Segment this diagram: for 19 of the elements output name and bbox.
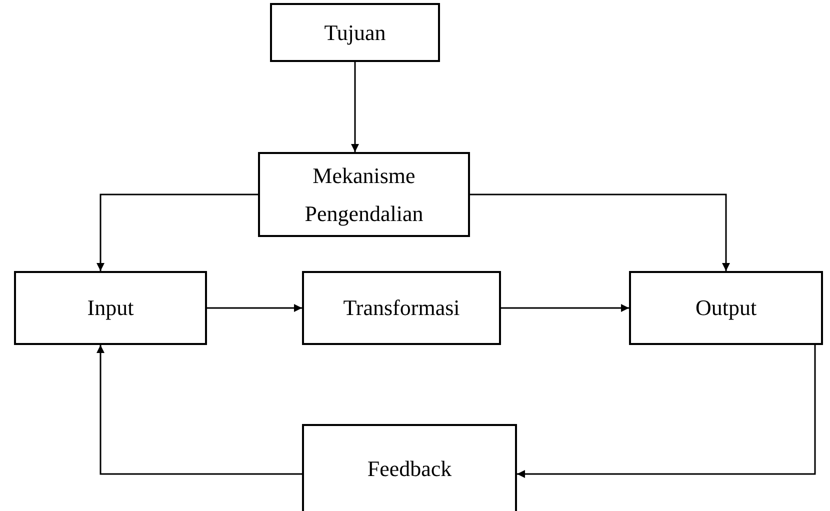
process-box [302,424,517,511]
process-box [302,271,501,345]
process-box [258,152,470,237]
arrow [351,62,359,152]
box-label: Tujuan [324,18,386,47]
arrow [501,304,629,312]
arrow [470,194,730,271]
process-box [14,271,207,345]
arrow [207,304,302,312]
process-box [629,271,823,345]
process-box [270,3,440,62]
box-label: Transformasi [343,294,460,322]
arrow [96,345,302,475]
box-label: Mekanisme Pengendalian [304,162,424,228]
box-label: Input [87,294,134,322]
arrow [517,345,816,478]
box-label: Feedback [367,455,452,484]
box-label: Output [695,294,757,322]
arrow [96,194,258,271]
